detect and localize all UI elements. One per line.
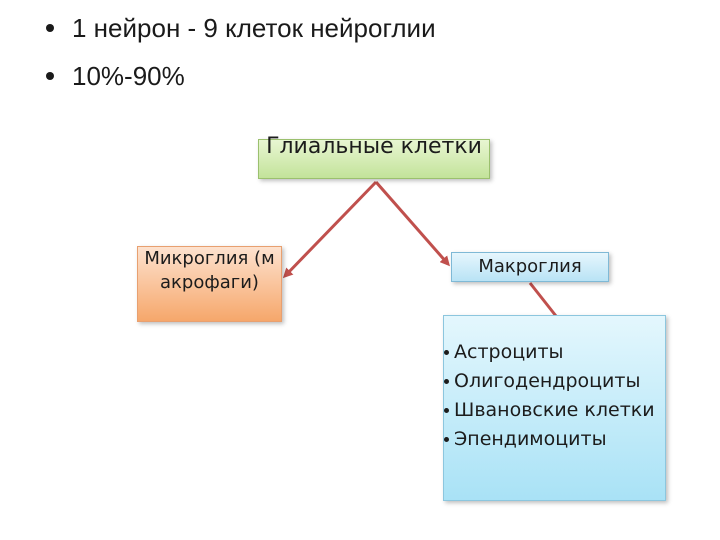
microglia-label: Микроглия (макрофаги) [144,248,275,293]
glial-cells-box: Глиальные клетки [258,134,490,179]
list-item: Астроциты [444,338,659,367]
arrow-to-microglia [282,180,378,279]
microglia-box: Микроглия (макрофаги) [137,246,282,322]
list-item: Олигодендроциты [444,367,659,396]
list-item: Швановские клетки [444,396,659,425]
macroglia-box: Макроглия [451,252,609,282]
line-macroglia-to-types [528,282,558,317]
type-label: Астроциты [454,341,564,363]
bullet-dot-icon [444,350,449,355]
bullet-text: 10%-90% [72,61,185,91]
bullet-dot-icon [444,379,449,384]
arrow-to-macroglia [374,181,450,267]
bullet-text: 1 нейрон - 9 клеток нейроглии [72,13,436,43]
macroglia-types-list: Астроциты Олигодендроциты Швановские кле… [444,338,659,454]
macroglia-label: Макроглия [478,256,582,277]
bullet-item: 1 нейрон - 9 клеток нейроглии [44,4,436,52]
glial-cells-label: Глиальные клетки [266,134,482,159]
bullet-list: 1 нейрон - 9 клеток нейроглии 10%-90% [44,4,436,100]
bullet-item: 10%-90% [44,52,436,100]
bullet-dot-icon [46,72,54,80]
bullet-dot-icon [444,437,449,442]
bullet-dot-icon [46,24,54,32]
type-label: Эпендимоциты [454,428,607,450]
list-item: Эпендимоциты [444,425,659,454]
type-label: Олигодендроциты [454,370,641,392]
bullet-dot-icon [444,408,449,413]
macroglia-types-box: Астроциты Олигодендроциты Швановские кле… [443,315,666,501]
type-label: Швановские клетки [454,399,655,421]
